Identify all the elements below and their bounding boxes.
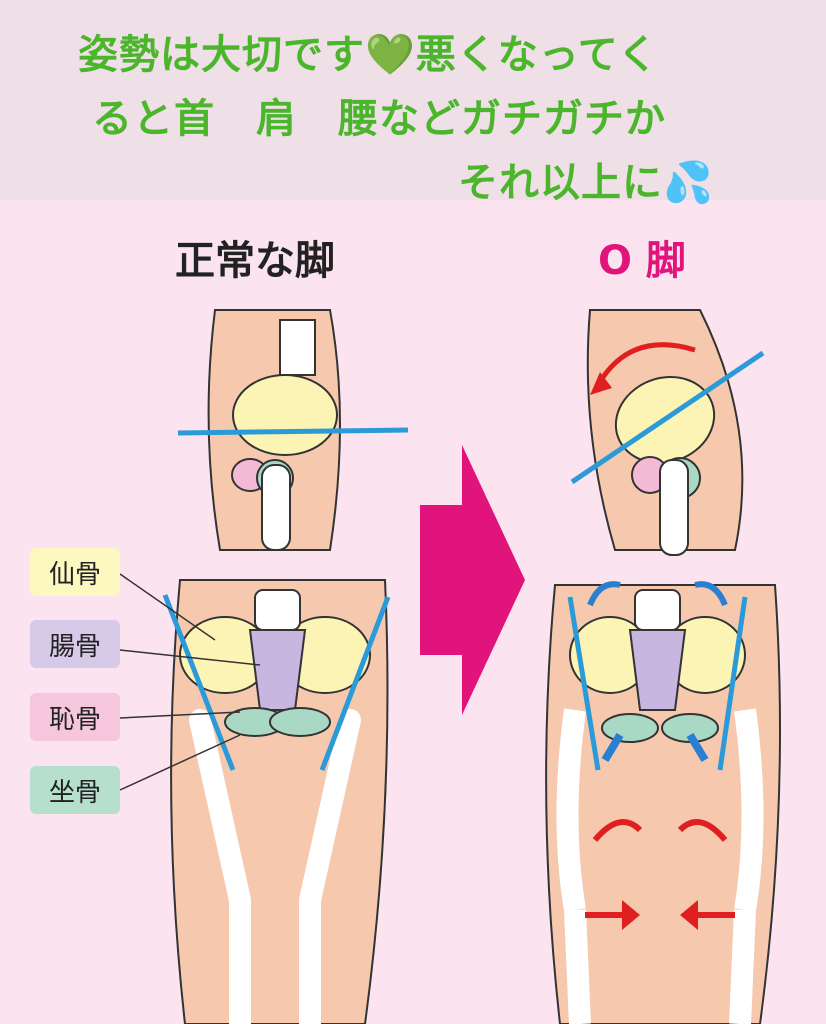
label-sacrum: 仙骨: [30, 548, 120, 596]
caption-line-2: ると首 肩 腰などガチガチか: [92, 96, 666, 142]
normal-side-view: [177, 309, 409, 551]
caption-line-1: 姿勢は大切です💚悪くなってく: [78, 32, 659, 78]
o-legs-title: O 脚: [598, 238, 686, 284]
normal-front-view: [119, 573, 391, 1024]
label-ilium: 腸骨: [30, 620, 120, 668]
caption-banner: [0, 0, 826, 200]
o-legs-front-view: [545, 581, 781, 1024]
label-pubis: 恥骨: [30, 693, 120, 741]
normal-legs-title: 正常な脚: [175, 238, 335, 284]
label-ischium: 坐骨: [30, 766, 120, 814]
o-legs-side-view: [570, 309, 765, 556]
caption-line-3: それ以上に💦: [458, 160, 714, 206]
transition-arrow: [420, 445, 525, 715]
